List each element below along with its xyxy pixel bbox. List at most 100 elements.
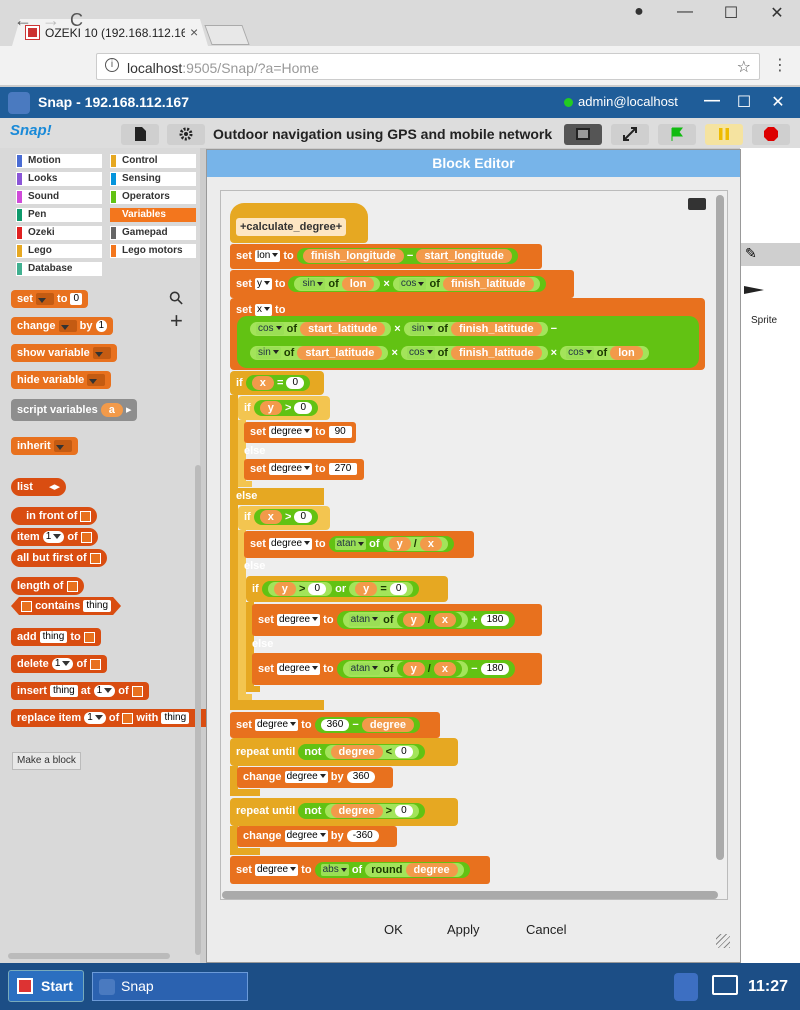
bookmark-star-icon[interactable]: ☆ bbox=[736, 59, 751, 76]
account-icon[interactable]: ● bbox=[634, 3, 644, 20]
delete-of-list-block[interactable]: delete 1 of bbox=[11, 655, 107, 673]
custom-block-prototype[interactable]: +calculate_degree+ bbox=[236, 218, 347, 236]
window-close-button[interactable]: ✕ bbox=[770, 5, 784, 22]
repeat-2-arm bbox=[230, 826, 238, 850]
start-button[interactable]: Start bbox=[8, 970, 84, 1002]
category-looks[interactable]: Looks bbox=[16, 172, 102, 186]
pause-button[interactable] bbox=[705, 124, 743, 145]
pause-icon bbox=[719, 128, 729, 140]
back-icon[interactable]: ← bbox=[14, 10, 32, 30]
paintbrush-icon[interactable]: ✎ bbox=[745, 245, 757, 261]
keyboard-icon[interactable] bbox=[688, 198, 706, 210]
plus-icon[interactable]: + bbox=[170, 308, 183, 333]
set-degree-270-block[interactable]: set degree to 270 bbox=[244, 459, 364, 480]
repeat-until-lt-0-label: repeat until not degree < 0 bbox=[230, 742, 425, 762]
script-hscrollbar[interactable] bbox=[222, 891, 718, 899]
category-ozeki[interactable]: Ozeki bbox=[16, 226, 102, 240]
category-gamepad[interactable]: Gamepad bbox=[110, 226, 196, 240]
category-swatch-icon bbox=[111, 155, 116, 167]
category-operators[interactable]: Operators bbox=[110, 190, 196, 204]
block-palette bbox=[0, 280, 200, 963]
snap-minimize-button[interactable]: — bbox=[704, 92, 720, 109]
category-motion[interactable]: Motion bbox=[16, 154, 102, 168]
length-of-block[interactable]: length of bbox=[11, 577, 84, 595]
add-to-list-block[interactable]: add thing to bbox=[11, 628, 101, 646]
user-label: admin@localhost bbox=[578, 94, 678, 109]
snap-close-button[interactable]: ✕ bbox=[771, 94, 785, 111]
stop-button[interactable] bbox=[752, 124, 790, 145]
list-block[interactable]: list ◂▸ bbox=[11, 478, 67, 496]
new-tab-button[interactable] bbox=[204, 25, 250, 45]
resize-handle-icon[interactable] bbox=[716, 934, 730, 948]
change-degree-360-block[interactable]: change degree by 360 bbox=[237, 767, 393, 788]
contains-block[interactable]: contains thing bbox=[11, 597, 121, 615]
hide-variable-block[interactable]: hide variable bbox=[11, 371, 112, 389]
palette-hscrollbar[interactable] bbox=[8, 953, 170, 959]
item-of-block[interactable]: item 1 of bbox=[11, 528, 98, 546]
file-menu-button[interactable] bbox=[121, 124, 159, 145]
palette-scrollbar[interactable] bbox=[195, 465, 201, 955]
set-variable-block[interactable]: set to 0 bbox=[11, 290, 89, 308]
set-degree-atan-minus-180-block[interactable]: set degree to atan of y / x − 180 bbox=[252, 653, 542, 685]
tab-close-icon[interactable]: × bbox=[190, 24, 199, 40]
sprite-arrow-icon[interactable] bbox=[744, 286, 764, 294]
all-but-first-of-block[interactable]: all but first of bbox=[11, 549, 107, 567]
info-icon[interactable]: i bbox=[105, 58, 119, 72]
url-input[interactable]: i localhost:9505/Snap/?a=Home ☆ bbox=[96, 53, 760, 80]
settings-button[interactable] bbox=[167, 124, 205, 145]
insert-at-list-block[interactable]: insert thing at 1 of bbox=[11, 682, 149, 700]
replace-item-block[interactable]: replace item 1 of with thing bbox=[11, 709, 206, 727]
script-variables-block[interactable]: script variables a ▸ bbox=[11, 399, 138, 421]
outer-if-foot bbox=[230, 700, 324, 710]
snap-logo[interactable]: Snap! bbox=[10, 122, 52, 139]
stage-canvas[interactable] bbox=[740, 148, 800, 243]
browser-menu-icon[interactable]: ⋮ bbox=[772, 57, 788, 74]
change-variable-block[interactable]: change by 1 bbox=[11, 317, 114, 335]
category-control[interactable]: Control bbox=[110, 154, 196, 168]
apply-button[interactable]: Apply bbox=[447, 922, 480, 937]
fullscreen-button[interactable] bbox=[611, 124, 649, 145]
set-lon-block[interactable]: set lon to finish_longitude − start_long… bbox=[230, 244, 542, 269]
if-x-gt-foot bbox=[238, 694, 252, 700]
window-minimize-button[interactable]: — bbox=[677, 3, 693, 20]
category-swatch-icon bbox=[111, 245, 116, 257]
browser-tab[interactable]: OZEKI 10 (192.168.112.16 × bbox=[12, 19, 208, 46]
window-maximize-button[interactable]: ☐ bbox=[723, 5, 739, 22]
if-x-gt-0-label: if x > 0 bbox=[238, 507, 319, 527]
set-degree-360-minus-block[interactable]: set degree to 360 − degree bbox=[230, 712, 440, 738]
script-vscrollbar[interactable] bbox=[716, 195, 724, 860]
cancel-button[interactable]: Cancel bbox=[526, 922, 567, 937]
ok-button[interactable]: OK bbox=[384, 922, 403, 937]
set-degree-atan-plus-180-block[interactable]: set degree to atan of y / x + 180 bbox=[252, 604, 542, 636]
set-degree-abs-round-block[interactable]: set degree to abs of round degree bbox=[230, 856, 490, 884]
snap-maximize-button[interactable]: ☐ bbox=[736, 94, 752, 111]
category-sensing[interactable]: Sensing bbox=[110, 172, 196, 186]
show-variable-block[interactable]: show variable bbox=[11, 344, 117, 362]
category-lego-motors[interactable]: Lego motors bbox=[110, 244, 196, 258]
inherit-block[interactable]: inherit bbox=[11, 437, 78, 455]
category-database[interactable]: Database bbox=[16, 262, 102, 276]
inner-if-arm bbox=[238, 420, 246, 484]
category-pen[interactable]: Pen bbox=[16, 208, 102, 222]
category-lego[interactable]: Lego bbox=[16, 244, 102, 258]
green-flag-button[interactable] bbox=[658, 124, 696, 145]
change-degree-minus-360-block[interactable]: change degree by -360 bbox=[237, 826, 397, 847]
reload-icon[interactable]: C bbox=[70, 10, 83, 30]
taskbar-snap-button[interactable]: Snap bbox=[92, 972, 248, 1001]
if-else-arm bbox=[230, 395, 238, 705]
in-front-of-block[interactable]: in front of bbox=[11, 507, 98, 525]
inner-else-1-label: else bbox=[244, 445, 266, 457]
snap-tray-icon[interactable] bbox=[674, 973, 698, 1001]
set-y-block[interactable]: set y to sin of lon × cos of finish_lati… bbox=[230, 270, 574, 298]
category-label: Sensing bbox=[122, 173, 161, 184]
make-a-block-button[interactable]: Make a block bbox=[12, 752, 81, 770]
category-variables[interactable]: Variables bbox=[110, 208, 196, 222]
forward-icon[interactable]: → bbox=[42, 10, 60, 30]
monitor-icon[interactable] bbox=[712, 975, 738, 995]
set-degree-90-block[interactable]: set degree to 90 bbox=[244, 422, 356, 443]
stage-size-button[interactable] bbox=[564, 124, 602, 145]
category-sound[interactable]: Sound bbox=[16, 190, 102, 204]
set-degree-atan-block[interactable]: set degree to atan of y / x bbox=[244, 531, 474, 558]
sprite-label[interactable]: Sprite bbox=[751, 315, 778, 326]
category-label: Looks bbox=[28, 173, 58, 184]
